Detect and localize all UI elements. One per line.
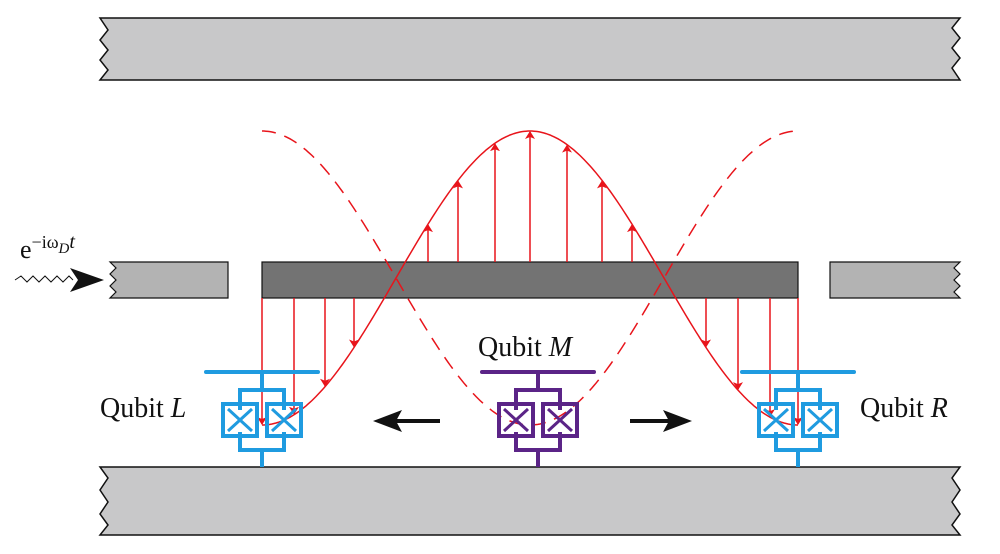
drive-arrow-icon [70, 268, 104, 292]
drive-label: e−iωDt [20, 231, 75, 264]
qubit-m[interactable] [480, 370, 596, 467]
qubit-m-label: Qubit M [478, 332, 574, 363]
qubit-r-label: Qubit R [860, 393, 948, 424]
josephson-junction-icon [801, 402, 839, 438]
josephson-junction-icon [757, 402, 795, 438]
qubit-l-label: Qubit L [100, 393, 186, 424]
drive-wave-icon [14, 275, 74, 283]
mode-curve-dashed [262, 130, 798, 426]
bottom-ground-plate [98, 466, 962, 536]
top-ground-plate [98, 17, 962, 81]
josephson-junction-icon [541, 402, 579, 438]
output-stub [829, 261, 962, 299]
qubit-r[interactable] [740, 370, 856, 467]
input-stub [108, 261, 229, 299]
resonator [261, 261, 799, 299]
josephson-junction-icon [265, 402, 303, 438]
josephson-junction-icon [497, 402, 535, 438]
left-motion-arrow-icon [373, 410, 440, 432]
qubit-l[interactable] [204, 370, 320, 467]
field-distribution [257, 130, 803, 426]
josephson-junction-icon [221, 402, 259, 438]
right-motion-arrow-icon [630, 410, 692, 432]
